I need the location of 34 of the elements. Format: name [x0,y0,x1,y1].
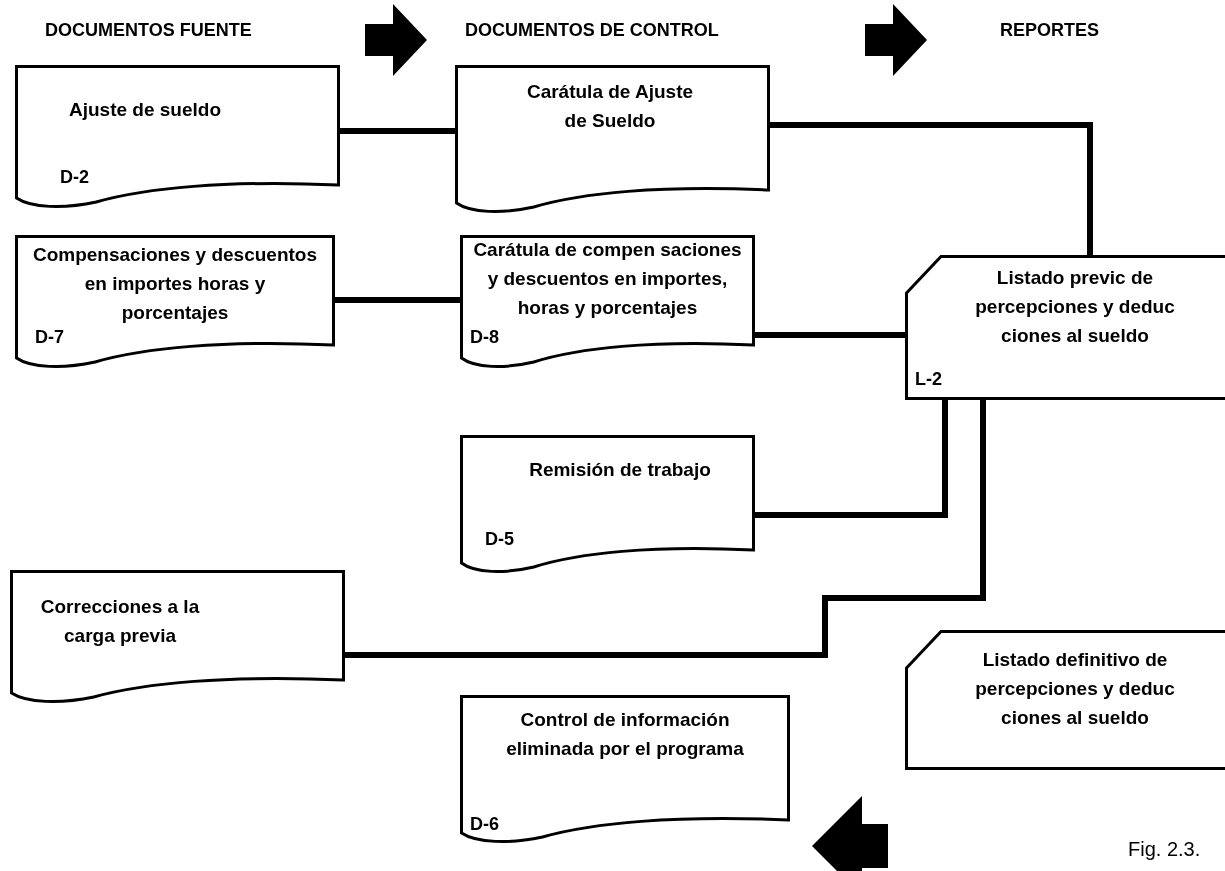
report-shape [905,255,1225,400]
node-text: Ajuste de sueldo [68,98,222,122]
document-code: D-7 [35,327,64,348]
connector-line [345,400,986,658]
document-shape [455,65,770,215]
document-shape [460,435,755,575]
node-text: Correcciones a la carga previa [39,595,201,648]
node-text: Compensaciones y descuentos en importes horas y porcentajes [31,243,318,325]
node-text: Listado definitivo de percepciones y deduc ciones al sueldo [974,648,1176,730]
document-shape [10,570,345,705]
document-shape [460,695,790,845]
document-code: D-8 [470,327,499,348]
node-text: Listado previc de percepciones y deduc ciones al sueldo [974,266,1176,348]
document-code: D-2 [60,167,89,188]
node-text: Remisión de trabajo [528,458,712,482]
document-code: D-5 [485,529,514,550]
connector-line [755,332,905,338]
document-code: L-2 [915,369,942,390]
column-heading: DOCUMENTOS DE CONTROL [465,20,719,41]
report-shape [905,630,1225,770]
document-shape [15,65,340,210]
document-code: D-6 [470,814,499,835]
node-text: Carátula de Ajuste de Sueldo [525,80,695,133]
connector-line [770,122,1093,255]
node-text: Carátula de compen saciones y descuentos en importes, horas y porcentajes [472,238,743,320]
node-text: Control de información eliminada por el programa [505,708,745,761]
connector-line [335,297,460,303]
column-heading: REPORTES [1000,20,1100,41]
column-heading: DOCUMENTOS FUENTE [45,20,252,41]
document-shape [460,235,755,370]
document-shape [15,235,335,370]
connector-line [755,400,948,518]
figure-caption: Fig. 2.3. [1128,838,1201,861]
connector-line [340,128,455,134]
